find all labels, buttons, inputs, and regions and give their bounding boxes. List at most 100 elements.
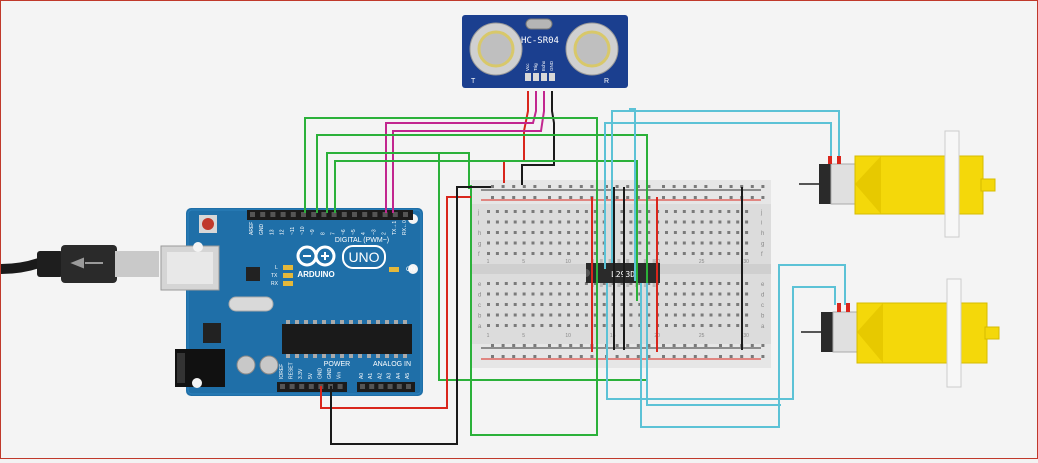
breadboard-hole[interactable] (718, 324, 722, 327)
rail-hole[interactable] (750, 185, 754, 188)
breadboard-hole[interactable] (709, 303, 713, 306)
breadboard-hole[interactable] (584, 220, 588, 224)
breadboard-hole[interactable] (576, 282, 579, 285)
digital-pin-hole[interactable] (280, 212, 286, 217)
breadboard-hole[interactable] (665, 303, 668, 306)
breadboard-hole[interactable] (691, 241, 695, 245)
breadboard-hole[interactable] (638, 210, 642, 213)
rail-hole[interactable] (605, 196, 608, 199)
breadboard-hole[interactable] (487, 210, 490, 213)
breadboard-hole[interactable] (682, 231, 686, 234)
breadboard-hole[interactable] (495, 220, 499, 224)
breadboard-hole[interactable] (691, 252, 695, 255)
breadboard-hole[interactable] (718, 231, 722, 234)
sensor-pin[interactable] (549, 73, 555, 81)
breadboard-hole[interactable] (638, 303, 642, 306)
breadboard-hole[interactable] (584, 252, 588, 255)
digital-pin-hole[interactable] (372, 212, 378, 217)
breadboard-hole[interactable] (558, 231, 562, 234)
breadboard-hole[interactable] (727, 282, 731, 285)
rail-hole[interactable] (533, 344, 537, 347)
rail-hole[interactable] (693, 185, 697, 188)
rail-hole[interactable] (636, 185, 640, 188)
rail-hole[interactable] (761, 196, 765, 199)
rail-hole[interactable] (647, 355, 651, 358)
rail-hole[interactable] (548, 355, 551, 358)
breadboard-hole[interactable] (647, 292, 651, 296)
breadboard-hole[interactable] (691, 303, 695, 306)
rail-hole[interactable] (761, 185, 765, 188)
breadboard-hole[interactable] (504, 231, 508, 234)
breadboard-hole[interactable] (673, 292, 677, 296)
breadboard-hole[interactable] (522, 252, 526, 255)
breadboard-hole[interactable] (549, 324, 553, 327)
breadboard-hole[interactable] (522, 282, 526, 285)
breadboard-hole[interactable] (718, 252, 722, 255)
breadboard-hole[interactable] (691, 210, 695, 213)
breadboard-hole[interactable] (567, 210, 571, 213)
digital-pin-hole[interactable] (250, 212, 255, 217)
analog-pin-hole[interactable] (406, 384, 411, 389)
breadboard-hole[interactable] (567, 313, 571, 317)
rail-hole[interactable] (626, 344, 630, 347)
breadboard-hole[interactable] (638, 292, 642, 296)
breadboard-hole[interactable] (709, 292, 713, 296)
sensor-pin[interactable] (541, 73, 547, 81)
breadboard-hole[interactable] (736, 292, 740, 296)
breadboard-hole[interactable] (709, 210, 713, 213)
breadboard-hole[interactable] (495, 324, 499, 327)
rail-hole[interactable] (693, 355, 697, 358)
breadboard-hole[interactable] (540, 313, 544, 317)
breadboard-hole[interactable] (487, 241, 490, 245)
breadboard-hole[interactable] (673, 231, 677, 234)
rail-hole[interactable] (512, 355, 516, 358)
wire-gnd[interactable] (521, 91, 555, 185)
breadboard-hole[interactable] (665, 282, 668, 285)
breadboard-hole[interactable] (522, 292, 526, 296)
breadboard-hole[interactable] (620, 282, 624, 285)
breadboard-hole[interactable] (673, 210, 677, 213)
rail-hole[interactable] (558, 344, 562, 347)
rail-hole[interactable] (729, 355, 733, 358)
breadboard-hole[interactable] (736, 303, 740, 306)
wire-vcc[interactable] (503, 91, 529, 183)
breadboard-hole[interactable] (558, 220, 562, 224)
breadboard-hole[interactable] (736, 282, 740, 285)
rail-hole[interactable] (501, 344, 505, 347)
rail-hole[interactable] (548, 185, 551, 188)
rail-hole[interactable] (683, 344, 687, 347)
breadboard-hole[interactable] (718, 313, 722, 317)
breadboard-hole[interactable] (647, 241, 651, 245)
breadboard-hole[interactable] (727, 313, 731, 317)
breadboard-hole[interactable] (504, 303, 508, 306)
wire-5v[interactable] (320, 196, 471, 409)
breadboard-hole[interactable] (531, 220, 535, 224)
digital-pin-hole[interactable] (301, 212, 306, 217)
breadboard-hole[interactable] (504, 252, 508, 255)
breadboard-hole[interactable] (593, 252, 597, 255)
breadboard-hole[interactable] (718, 292, 722, 296)
rail-hole[interactable] (569, 185, 573, 188)
rail-hole[interactable] (501, 185, 505, 188)
breadboard-hole[interactable] (745, 220, 749, 224)
breadboard-hole[interactable] (487, 324, 490, 327)
breadboard-hole[interactable] (584, 231, 588, 234)
rail-hole[interactable] (729, 344, 733, 347)
breadboard-hole[interactable] (576, 292, 579, 296)
breadboard-hole[interactable] (673, 252, 677, 255)
breadboard-hole[interactable] (682, 313, 686, 317)
breadboard-hole[interactable] (495, 252, 499, 255)
power-pin-hole[interactable] (308, 384, 314, 389)
breadboard-hole[interactable] (558, 303, 562, 306)
rail-hole[interactable] (548, 196, 551, 199)
rail-hole[interactable] (615, 355, 619, 358)
breadboard-hole[interactable] (691, 324, 695, 327)
wires[interactable] (304, 91, 846, 445)
breadboard-hole[interactable] (540, 220, 544, 224)
wire-motor1-a[interactable] (604, 122, 832, 269)
digital-pin-hole[interactable] (331, 212, 337, 217)
digital-pin-hole[interactable] (392, 212, 398, 217)
breadboard-hole[interactable] (549, 210, 553, 213)
breadboard-hole[interactable] (745, 231, 749, 234)
breadboard-hole[interactable] (495, 231, 499, 234)
